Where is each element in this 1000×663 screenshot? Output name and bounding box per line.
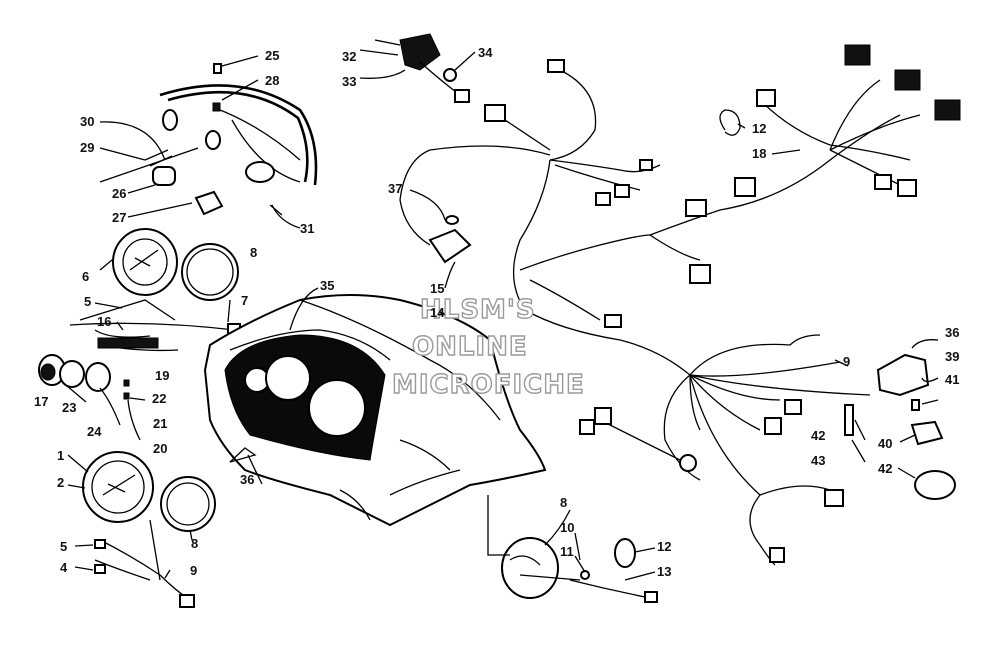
- part-label-10: 10: [560, 520, 574, 535]
- part-label-17: 17: [34, 394, 48, 409]
- part-label-5a: 5: [84, 294, 91, 309]
- part-label-39: 39: [945, 349, 959, 364]
- part-label-14: 14: [430, 305, 445, 320]
- part-label-5b: 5: [60, 539, 67, 554]
- part-label-8c: 8: [560, 495, 567, 510]
- part-label-32: 32: [342, 49, 356, 64]
- part-label-22: 22: [152, 391, 166, 406]
- part-label-23: 23: [62, 400, 76, 415]
- part-label-20: 20: [153, 441, 167, 456]
- part-label-27: 27: [112, 210, 126, 225]
- part-label-30: 30: [80, 114, 94, 129]
- part-label-8b: 8: [191, 536, 198, 551]
- part-labels: 25 28 30 29 26 27 31 8 6 5 7 16 19 17 23…: [34, 45, 959, 579]
- watermark: HLSM'S ONLINE MICROFICHE: [391, 294, 585, 400]
- lower-center-lamp: [487, 495, 658, 603]
- part-label-15: 15: [430, 281, 444, 296]
- part-label-28: 28: [265, 73, 279, 88]
- lower-gauge-group: [82, 451, 216, 608]
- part-label-43: 43: [811, 453, 825, 468]
- upper-connector-group: [374, 33, 470, 103]
- part-label-12b: 12: [657, 539, 671, 554]
- part-label-4: 4: [60, 560, 68, 575]
- part-label-35: 35: [320, 278, 334, 293]
- part-label-33: 33: [342, 74, 356, 89]
- part-label-34: 34: [478, 45, 493, 60]
- part-label-24: 24: [87, 424, 102, 439]
- part-label-9b: 9: [843, 354, 850, 369]
- part-label-31: 31: [300, 221, 314, 236]
- part-label-1: 1: [57, 448, 64, 463]
- upper-gauge-group: [69, 228, 241, 352]
- watermark-line-2: ONLINE: [412, 332, 528, 362]
- part-label-11: 11: [560, 544, 574, 559]
- part-label-6: 6: [82, 269, 89, 284]
- part-label-19: 19: [155, 368, 169, 383]
- part-label-40: 40: [878, 436, 892, 451]
- part-label-36-right: 36: [945, 325, 959, 340]
- part-label-26: 26: [112, 186, 126, 201]
- part-label-2: 2: [57, 475, 64, 490]
- indicator-lamps: [38, 354, 130, 400]
- part-label-42b: 42: [878, 461, 892, 476]
- part-label-36-left: 36: [240, 472, 254, 487]
- watermark-line-3: MICROFICHE: [392, 370, 585, 400]
- part-label-7: 7: [241, 293, 248, 308]
- part-label-12a: 12: [752, 121, 766, 136]
- part-label-25: 25: [265, 48, 279, 63]
- main-wiring-harness: [399, 44, 961, 566]
- part-label-9a: 9: [190, 563, 197, 578]
- part-label-37: 37: [388, 181, 402, 196]
- part-label-29: 29: [80, 140, 94, 155]
- leader-lines: [59, 49, 939, 581]
- part-label-8a: 8: [250, 245, 257, 260]
- part-label-21: 21: [153, 416, 167, 431]
- watermark-line-1: HLSM'S: [420, 295, 536, 325]
- headlight-assembly: [99, 63, 318, 216]
- part-label-16: 16: [97, 314, 111, 329]
- part-label-13: 13: [657, 564, 671, 579]
- part-label-41: 41: [945, 372, 959, 387]
- console-pod: [203, 294, 547, 527]
- part-label-42a: 42: [811, 428, 825, 443]
- part-label-18a: 18: [752, 146, 766, 161]
